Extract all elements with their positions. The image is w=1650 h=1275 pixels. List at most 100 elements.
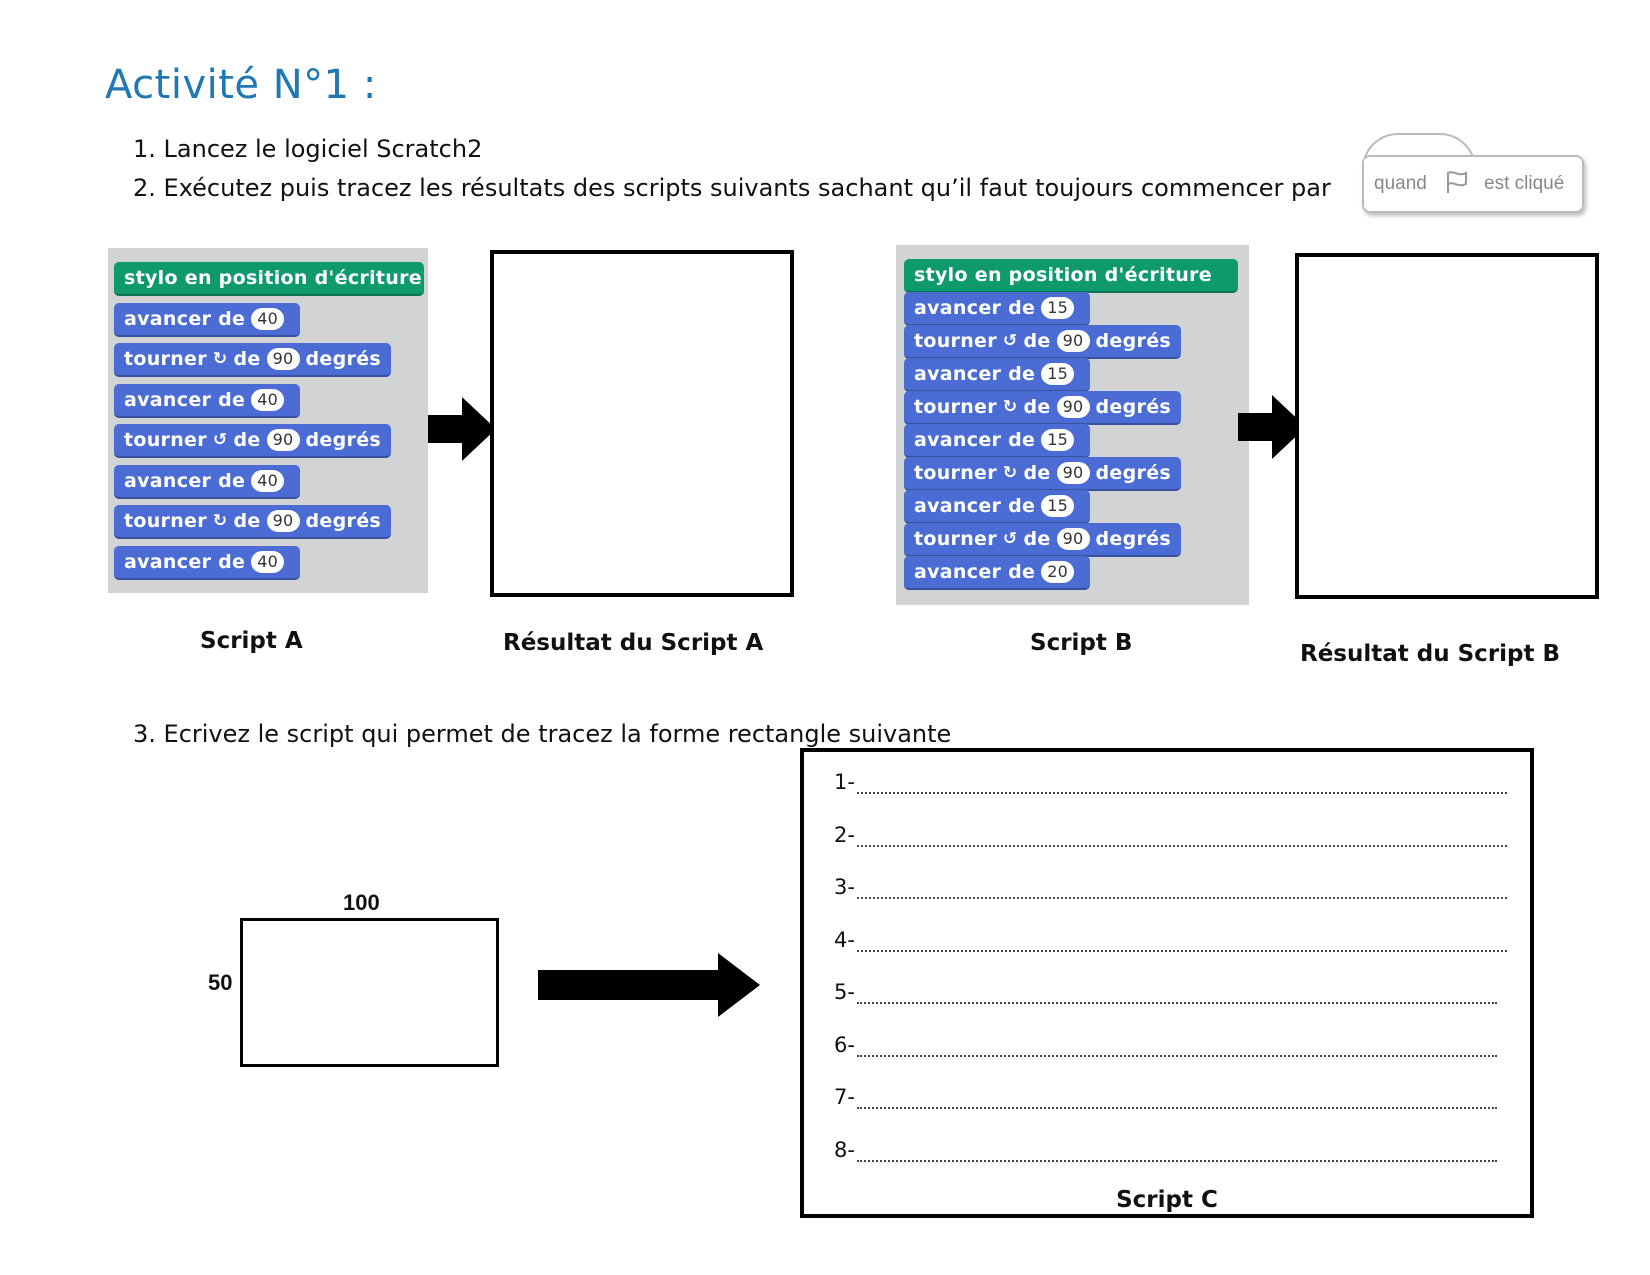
block-value: 15 <box>1041 429 1075 451</box>
block-value: 40 <box>251 388 285 411</box>
script-c-line: 7- <box>834 1085 1497 1109</box>
block-value: 90 <box>1056 462 1090 484</box>
block-value: 15 <box>1041 297 1075 319</box>
block-label: de <box>233 510 261 532</box>
script-c-line: 3- <box>834 875 1507 899</box>
rotate-counterclockwise-icon: ↺ <box>212 430 228 450</box>
hat-label-left: quand <box>1374 173 1427 194</box>
arrow-right-icon <box>428 397 498 466</box>
block-label: tourner <box>914 528 997 550</box>
block-label: avancer de <box>124 469 246 492</box>
block-label: avancer de <box>124 550 246 573</box>
result-b-box <box>1295 253 1599 599</box>
rotate-clockwise-icon: ↻ <box>212 349 228 369</box>
rotate-counterclockwise-icon: ↺ <box>1002 331 1018 351</box>
block-label: tourner <box>124 429 207 451</box>
script-b-caption: Script B <box>1030 630 1133 656</box>
instruction-1: 1. Lancez le logiciel Scratch2 <box>133 135 483 163</box>
block-value: 40 <box>251 469 285 492</box>
script-c-line-number: 6- <box>834 1032 855 1057</box>
when-flag-clicked-block: quand est cliqué <box>1362 133 1584 213</box>
script-c-line-number: 2- <box>834 822 855 847</box>
block-label: tourner <box>124 348 207 370</box>
block-label: de <box>1023 330 1051 352</box>
block-value: 90 <box>1056 528 1090 550</box>
hat-label-right: est cliqué <box>1484 173 1565 194</box>
script-a-caption: Script A <box>200 628 303 654</box>
dotted-line <box>856 1146 1497 1162</box>
block-label: de <box>233 348 261 370</box>
script-c-line-number: 4- <box>834 927 855 952</box>
block-label: degrés <box>1095 528 1171 550</box>
instruction-2: 2. Exécutez puis tracez les résultats de… <box>133 174 1331 202</box>
rectangle-height-label: 50 <box>208 970 233 995</box>
rotate-counterclockwise-icon: ↺ <box>1002 529 1018 549</box>
block-label: avancer de <box>914 561 1036 583</box>
script-c-line: 4- <box>834 928 1507 952</box>
dotted-line <box>856 988 1497 1004</box>
dotted-line <box>856 778 1507 794</box>
block-value: 90 <box>1056 396 1090 418</box>
flag-icon <box>1444 169 1470 200</box>
result-a-caption: Résultat du Script A <box>503 630 764 656</box>
rectangle-shape <box>240 918 499 1067</box>
script-c-line-number: 3- <box>834 875 855 899</box>
arrow-right-icon <box>1238 395 1308 464</box>
dotted-line <box>856 1093 1497 1109</box>
script-c-line-number: 5- <box>834 980 855 1004</box>
rectangle-width-label: 100 <box>343 890 380 915</box>
block-label: avancer de <box>124 307 246 330</box>
block-label: de <box>233 429 261 451</box>
script-c-line: 8- <box>834 1138 1497 1162</box>
script-c-caption: Script C <box>1116 1187 1218 1213</box>
block-label: avancer de <box>124 388 246 411</box>
block-label: avancer de <box>914 297 1036 319</box>
block-label: avancer de <box>914 495 1036 517</box>
script-c-line-number: 7- <box>834 1085 855 1109</box>
block-label: degrés <box>305 429 381 451</box>
script-c-line: 1- <box>834 770 1507 794</box>
block-value: 20 <box>1041 561 1075 583</box>
block-value: 15 <box>1041 363 1075 385</box>
instruction-3: 3. Ecrivez le script qui permet de trace… <box>133 720 952 748</box>
block-label: degrés <box>305 510 381 532</box>
arrow-right-icon <box>538 953 762 1022</box>
block-label: tourner <box>914 330 997 352</box>
result-a-box <box>490 250 794 597</box>
script-c-line: 5- <box>834 980 1497 1004</box>
block-value: 15 <box>1041 495 1075 517</box>
script-c-box: 1- 2- 3- 4- 5- 6- 7- 8- Script C <box>800 748 1534 1218</box>
pen-down-block: stylo en position d'écriture <box>114 262 424 296</box>
block-label: tourner <box>914 396 997 418</box>
dotted-line <box>856 831 1507 847</box>
rotate-clockwise-icon: ↻ <box>1002 397 1018 417</box>
block-label: tourner <box>124 510 207 532</box>
page-title: Activité N°1 : <box>105 62 377 108</box>
script-c-line-number: 8- <box>834 1137 855 1162</box>
result-b-caption: Résultat du Script B <box>1300 641 1561 667</box>
rotate-clockwise-icon: ↻ <box>212 511 228 531</box>
block-value: 90 <box>266 429 300 451</box>
block-label: degrés <box>305 348 381 370</box>
pen-down-block: stylo en position d'écriture <box>904 259 1238 293</box>
block-value: 40 <box>251 307 285 330</box>
dotted-line <box>856 1041 1497 1057</box>
block-label: avancer de <box>914 363 1036 385</box>
block-label: stylo en position d'écriture <box>914 264 1212 286</box>
block-label: de <box>1023 462 1051 484</box>
rotate-clockwise-icon: ↻ <box>1002 463 1018 483</box>
block-value: 90 <box>266 348 300 370</box>
